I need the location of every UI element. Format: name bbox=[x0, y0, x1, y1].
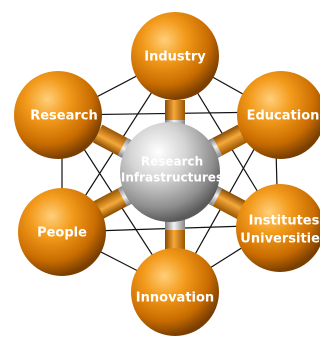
hub-label-line1: Research bbox=[141, 155, 203, 169]
node-institutes-label-line2: Universities bbox=[240, 232, 320, 247]
hub-label-line2: Infrastructures bbox=[121, 171, 223, 185]
node-industry: Industry bbox=[131, 12, 219, 100]
node-people-label: People bbox=[37, 226, 87, 241]
node-institutes: Institutes Universities bbox=[236, 184, 320, 272]
node-research: Research bbox=[14, 71, 102, 159]
node-research-label: Research bbox=[30, 109, 98, 124]
node-innovation: Innovation bbox=[131, 248, 219, 336]
node-institutes-label-line1: Institutes bbox=[249, 214, 320, 229]
node-innovation-label: Innovation bbox=[136, 291, 214, 306]
node-education-label: Education bbox=[247, 109, 320, 124]
node-education: Education bbox=[237, 71, 320, 159]
hub-node: Research Infrastructures bbox=[120, 122, 223, 222]
node-industry-label: Industry bbox=[144, 50, 206, 65]
node-people: People bbox=[18, 188, 106, 276]
